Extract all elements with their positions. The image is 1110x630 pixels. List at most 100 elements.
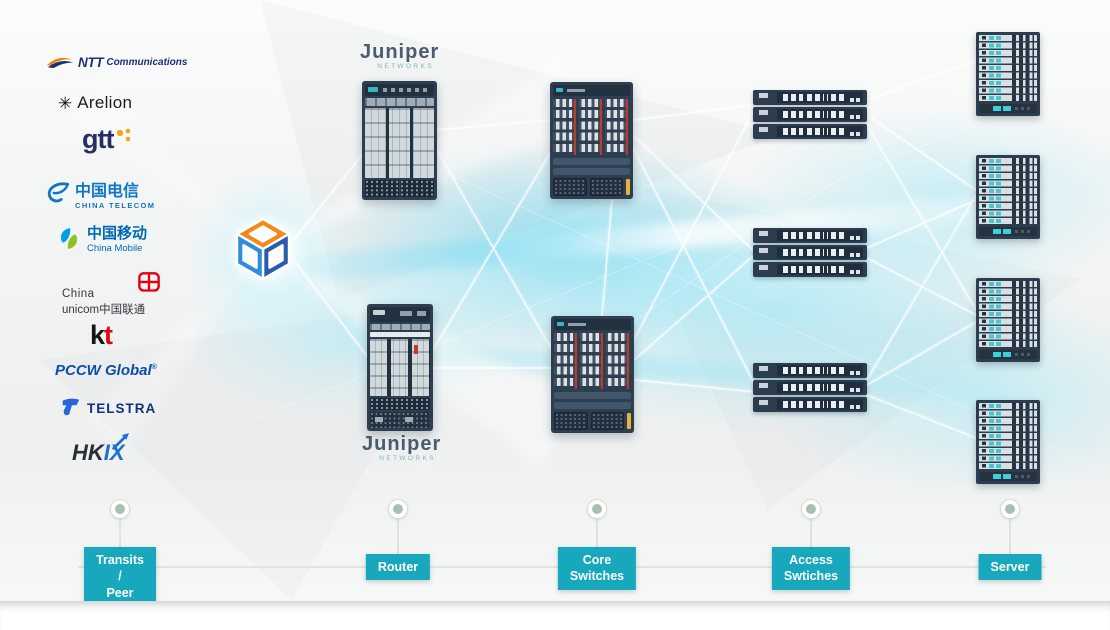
fan-module [590,412,624,430]
carrier-logo-gtt: gtt [82,124,133,154]
router-sub-panel [370,324,430,330]
core-switch-top [550,82,633,199]
server-units [979,158,1037,225]
carrier-logo-telstra: TELSTRA [60,396,156,420]
timeline-node-stem [119,517,121,554]
access-switch-stack-middle [753,228,867,277]
carrier-logo-china-unicom: China unicom中国联通 [60,272,172,320]
fan-tray-accent [626,179,630,195]
ntt-swoosh-icon [46,57,74,69]
access-switch-unit [753,363,867,378]
carrier-logo-kt: kt [90,320,113,351]
timeline-node-dot [588,500,606,518]
juniper-name: Juniper [362,433,442,455]
page-bottom-fade [0,601,1110,630]
router-control-panel [370,307,430,322]
hkix-arrow-icon [111,433,129,451]
server-rack-3 [976,278,1040,362]
arelion-wordmark: Arelion [77,93,133,112]
carrier-logo-china-mobile: 中国移动 China Mobile [55,222,147,254]
timeline-stage-label: Server [978,554,1042,581]
switch-fan-tray [554,412,631,430]
router-power-bay [370,412,430,428]
core-switch-bottom [551,316,634,433]
ntt-wordmark-sub: Communications [106,57,188,68]
switch-port-modules [553,99,630,155]
china-telecom-en: CHINA TELECOM [75,201,156,210]
server-rack-1 [976,32,1040,116]
hkix-hk: HK [72,440,104,465]
access-switch-unit [753,397,867,412]
switch-blank-panel [553,168,630,175]
gtt-wordmark: gtt [82,124,115,154]
china-unicom-line1: China [62,288,95,300]
router-vent [370,398,430,410]
timeline-node-dot [111,500,129,518]
router-line-cards [365,108,434,178]
access-switch-unit [753,124,867,139]
timeline-stage-label: Access Swtiches [771,547,851,590]
china-mobile-en: China Mobile [87,243,143,254]
pccw-part2: Global [105,362,152,379]
timeline-node-stem [397,517,399,554]
carrier-logo-ntt: NTT Communications [45,55,187,70]
timeline-node-dot [389,500,407,518]
pccw-part1: PCCW [55,362,101,379]
arelion-asterisk-icon: ✳ [58,93,73,113]
access-switch-stack-top [753,90,867,139]
china-unicom-line2: unicom中国联通 [62,304,146,316]
juniper-wordmark-bottom: Juniper NETWORKS [362,434,440,462]
timeline-node-dot [1001,500,1019,518]
switch-blank-panel [553,158,630,165]
peering-hub-cube-logo [235,217,291,281]
juniper-wordmark-top: Juniper NETWORKS [360,42,438,70]
china-mobile-icon [60,227,78,249]
access-switch-unit [753,107,867,122]
carrier-logo-china-telecom: 中国电信 CHINA TELECOM [45,177,155,210]
timeline-stage-label: Router [365,554,431,581]
server-units [979,403,1037,470]
china-telecom-icon [47,181,70,202]
access-switch-unit [753,90,867,105]
kt-k: k [90,320,105,350]
china-telecom-text: 中国电信 CHINA TELECOM [75,177,155,210]
switch-fan-tray [553,178,630,196]
china-unicom-knot-icon [138,272,160,292]
hkix-ix: IX [103,440,125,465]
juniper-router-chassis-bottom [367,304,433,431]
timeline-node-stem [810,517,812,554]
juniper-networks-sub: NETWORKS [379,455,436,462]
timeline-stage-label: Transits / Peer [84,547,156,606]
carrier-logo-hkix: HKIX [72,433,129,466]
fan-module [589,178,623,196]
fan-tray-accent [627,413,631,429]
ntt-wordmark: NTT [78,55,104,70]
router-blank-panel [370,332,430,337]
china-mobile-cn: 中国移动 [87,225,148,242]
switch-control-panel [553,85,630,96]
carrier-logo-pccw-global: PCCW Global® [55,362,157,379]
timeline-node-stem [596,517,598,554]
router-control-panel [365,84,434,96]
access-switch-unit [753,228,867,243]
switch-blank-panel [554,402,631,409]
telstra-wordmark: TELSTRA [87,400,157,416]
access-switch-unit [753,245,867,260]
server-units [979,281,1037,348]
access-switch-unit [753,380,867,395]
juniper-networks-sub: NETWORKS [377,63,434,70]
server-rack-2 [976,155,1040,239]
kt-t: t [104,320,113,350]
access-switch-stack-bottom [753,363,867,412]
server-units [979,35,1037,102]
router-sub-panel [365,98,434,106]
telstra-t-icon [62,398,80,416]
juniper-name: Juniper [360,41,440,63]
pccw-registered-mark: ® [151,364,157,371]
china-telecom-cn: 中国电信 [75,183,140,200]
fan-module [554,412,588,430]
switch-port-modules [554,333,631,389]
router-line-cards [370,339,430,396]
access-switch-unit [753,262,867,277]
